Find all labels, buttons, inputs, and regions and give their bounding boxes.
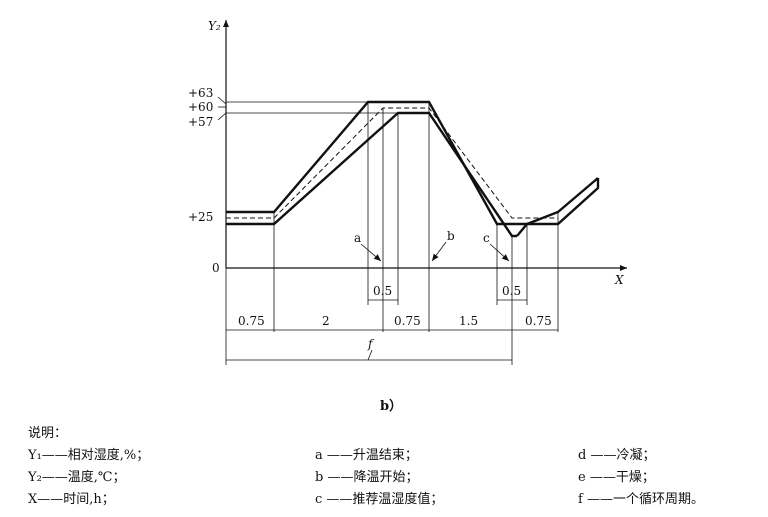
y-tick-mark-63 [217,96,227,105]
nominal-curve [226,107,558,219]
marker-c-arrow [489,243,510,262]
x-axis-label: X [614,273,624,287]
y-tick-25: +25 [188,210,213,224]
dim-lower-4: 0.75 [525,314,552,328]
dim-upper-a-label: 0.5 [373,284,392,298]
y-tick-mark-57 [217,112,227,121]
marker-a: a [354,231,361,245]
marker-a-arrow [360,243,382,262]
dim-lower-1: 2 [322,314,330,328]
right-end-curve [516,178,600,237]
dim-lower-0: 0.75 [238,314,265,328]
figure-caption: b） [380,398,402,414]
upper-boundary-curve [226,100,599,226]
cycle-label-leader [367,349,373,361]
marker-b: b [447,229,455,243]
y-axis-label: Y₂ [208,19,221,33]
dim-lower-2: 0.75 [394,314,421,328]
cycle-label: f [367,337,375,351]
y-tick-0: 0 [212,261,220,275]
y-tick-60: +60 [188,100,213,114]
dim-upper-c-label: 0.5 [502,284,521,298]
marker-c: c [483,231,490,245]
y-tick-57: +57 [188,115,213,129]
y-tick-63: +63 [188,86,213,100]
dim-lower-3: 1.5 [459,314,478,328]
marker-b-arrow [431,241,447,262]
lower-boundary-curve [226,111,517,238]
